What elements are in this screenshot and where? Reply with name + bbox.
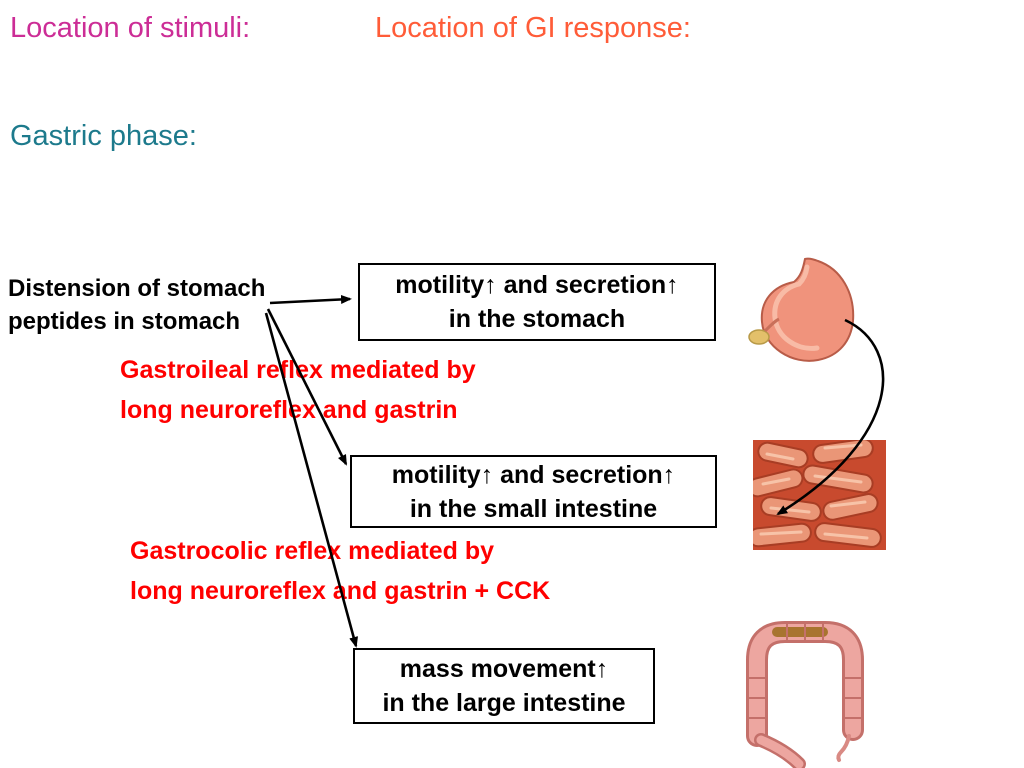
stomach-response-line-1: motility↑ and secretion↑	[395, 271, 679, 299]
large-intestine-icon	[746, 621, 864, 768]
small-intestine-illustration	[753, 440, 886, 550]
arrow-to-stomach-box	[269, 294, 352, 305]
large-intestine-response-box: mass movement↑ in the large intestine	[353, 648, 655, 724]
stomach-response-box: motility↑ and secretion↑ in the stomach	[358, 263, 716, 341]
gastroileal-reflex-line-1: Gastroileal reflex mediated by	[120, 356, 476, 384]
stimuli-location-header: Location of stimuli:	[10, 12, 251, 44]
large-intestine-response-line-1: mass movement↑	[399, 655, 609, 683]
stomach-response-line-2: in the stomach	[448, 305, 626, 333]
stimuli-text: Distension of stomach peptides in stomac…	[8, 272, 265, 338]
gi-response-header: Location of GI response:	[375, 12, 691, 44]
gastric-phase-label: Gastric phase:	[10, 120, 197, 152]
stomach-icon	[748, 257, 855, 362]
small-intestine-icon	[753, 440, 886, 550]
gastrocolic-reflex-line-1: Gastrocolic reflex mediated by	[130, 537, 495, 565]
small-intestine-response-line-2: in the small intestine	[409, 494, 658, 523]
gastroileal-reflex-note: Gastroileal reflex mediated by long neur…	[120, 350, 476, 430]
large-intestine-illustration	[737, 618, 872, 768]
large-intestine-response-line-2: in the large intestine	[382, 689, 626, 717]
stomach-illustration	[745, 253, 870, 380]
gastrocolic-reflex-line-2: long neuroreflex and gastrin + CCK	[130, 577, 551, 605]
gastroileal-reflex-line-2: long neuroreflex and gastrin	[120, 396, 458, 424]
small-intestine-response-line-1: motility↑ and secretion↑	[391, 460, 676, 489]
small-intestine-response-box: motility↑ and secretion↑ in the small in…	[350, 455, 717, 528]
stimuli-line-2: peptides in stomach	[8, 308, 241, 335]
stimuli-line-1: Distension of stomach	[8, 275, 266, 302]
gastrocolic-reflex-note: Gastrocolic reflex mediated by long neur…	[130, 531, 550, 611]
